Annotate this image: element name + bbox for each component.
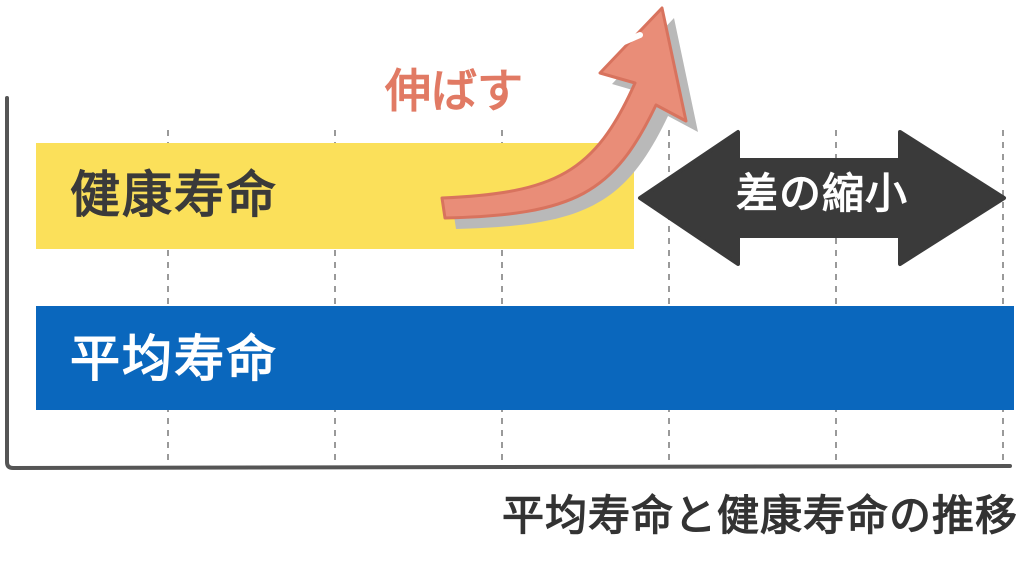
bar-label-average: 平均寿命 xyxy=(70,330,278,388)
axes xyxy=(5,96,1012,471)
extend-annotation: 伸ばす xyxy=(385,64,523,118)
extend-arrow-icon xyxy=(440,6,688,220)
diagram-caption: 平均寿命と健康寿命の推移 xyxy=(501,491,1018,540)
bar-average-life-expectancy xyxy=(36,306,1014,410)
gap-annotation: 差の縮小 xyxy=(736,169,909,218)
bar-label-healthy: 健康寿命 xyxy=(70,166,278,224)
extend-arrow-highlight xyxy=(607,32,643,51)
gap-double-arrow-icon xyxy=(638,130,1006,266)
